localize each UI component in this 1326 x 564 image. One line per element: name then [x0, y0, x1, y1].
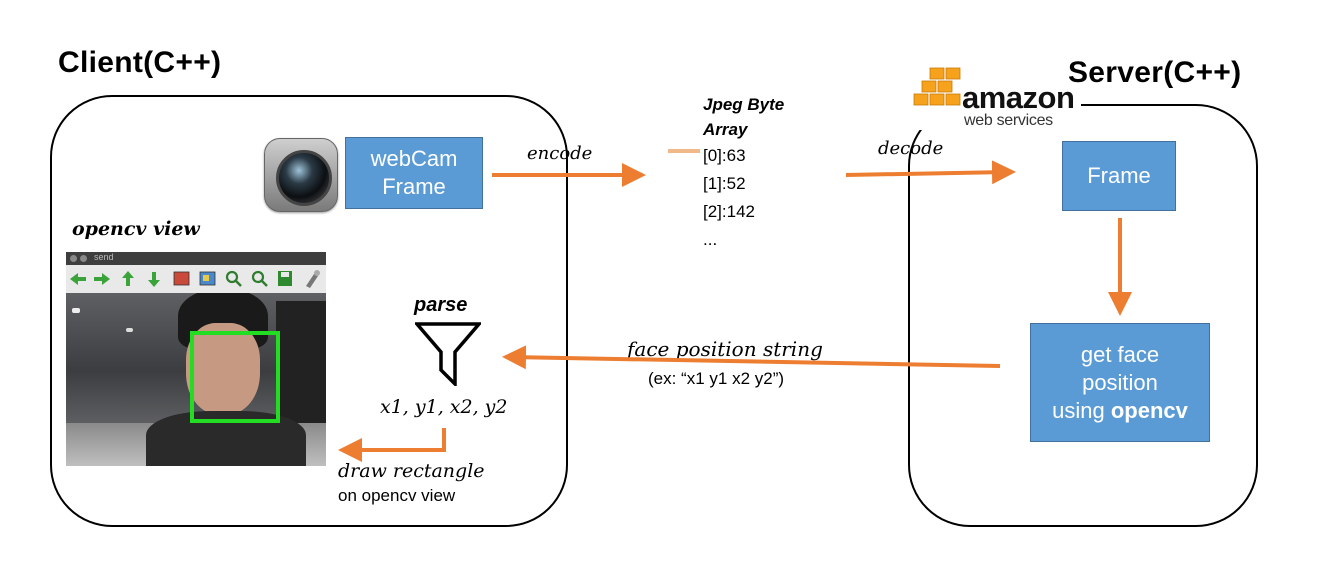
byte-entry: [0]:63: [703, 146, 746, 165]
face-detect-bold: opencv: [1110, 397, 1188, 423]
arrow-left-icon[interactable]: [70, 273, 86, 285]
byte-entry: [1]:52: [703, 174, 746, 193]
server-title: Server(C++): [1068, 56, 1242, 89]
opencv-view-label: opencv view: [72, 218, 200, 240]
aws-cubes-icon: [913, 67, 961, 106]
response-arrow: [502, 345, 1001, 370]
server-panel: [908, 104, 1258, 527]
aws-logo-sub: web services: [964, 112, 1053, 129]
face-position-example: (ex: “x1 y1 x2 y2”): [648, 369, 785, 388]
arrow-down-icon[interactable]: [148, 272, 160, 287]
byte-entry: [2]:142: [703, 202, 755, 221]
draw-rectangle-arrow: [338, 428, 446, 462]
person-face: [186, 323, 260, 415]
face-rectangle: [190, 331, 280, 423]
decode-arrow: [845, 160, 1016, 185]
camera-image: [66, 293, 326, 466]
aws-logo-text: amazon: [962, 80, 1075, 115]
server-frame-box: Frame: [1062, 141, 1176, 211]
image-icon[interactable]: [173, 271, 190, 286]
jpeg-byte-list: [0]:63 [1]:52 [2]:142 ...: [703, 142, 755, 254]
jpeg-array-title: Jpeg Byte Array: [703, 95, 785, 139]
face-detect-text: get face position using: [1052, 341, 1160, 423]
face-position-string-label: face position string: [627, 337, 823, 361]
window-titlebar: send: [66, 252, 326, 265]
client-title: Client(C++): [58, 46, 222, 79]
arrow-up-icon[interactable]: [122, 271, 134, 286]
draw-rectangle-sub: on opencv view: [338, 486, 456, 505]
coords-label: x1, y1, x2, y2: [380, 396, 508, 418]
zoom-out-icon[interactable]: [251, 270, 268, 287]
decode-label: decode: [878, 138, 944, 159]
draw-rectangle-label: draw rectangle: [338, 460, 485, 482]
arrow-right-icon[interactable]: [94, 273, 110, 285]
window-close-icon: [70, 255, 77, 262]
webcam-frame-box: webCam Frame: [345, 137, 483, 209]
parse-label: parse: [414, 294, 468, 316]
aws-logo: amazon web services: [912, 66, 1082, 130]
opencv-window: send: [66, 252, 326, 466]
filter-funnel-icon: [415, 322, 481, 386]
settings-icon[interactable]: [306, 270, 320, 288]
window-minimize-icon: [80, 255, 87, 262]
window-title: send: [94, 252, 114, 262]
window-toolbar: [66, 265, 326, 293]
face-detect-box: get face position using opencv: [1030, 323, 1210, 442]
byte-entry: ...: [703, 230, 718, 249]
encode-label: encode: [527, 143, 593, 164]
color-icon[interactable]: [199, 271, 216, 286]
save-icon[interactable]: [278, 271, 292, 286]
zoom-in-icon[interactable]: [225, 270, 242, 287]
webcam-icon: [264, 138, 338, 212]
client-panel: [50, 95, 568, 527]
